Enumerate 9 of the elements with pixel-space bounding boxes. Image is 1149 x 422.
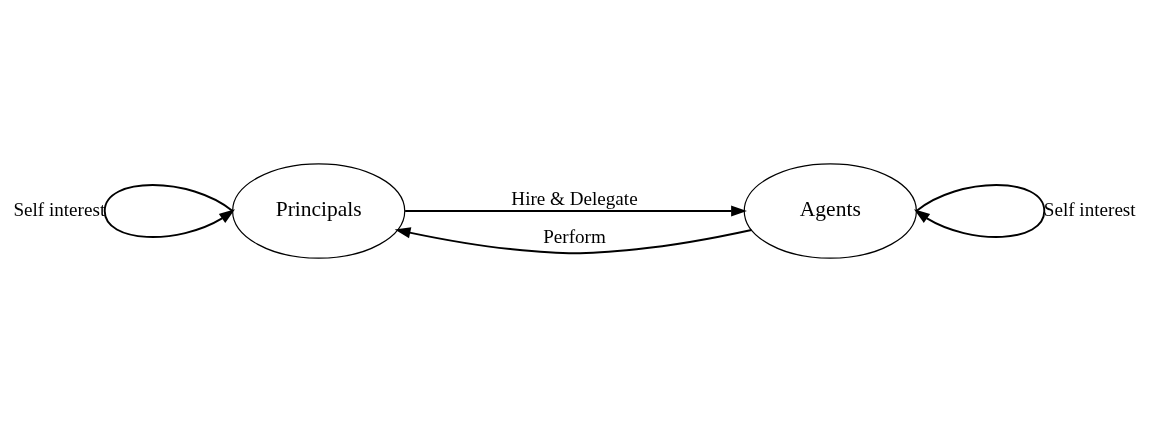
arrow [404, 205, 747, 217]
arrow [914, 184, 1046, 238]
edge-label: Hire & Delegate [511, 187, 638, 209]
arrow [394, 227, 753, 255]
node-ellipse: Principals [232, 163, 406, 259]
arrow [103, 184, 235, 238]
edge-label: Self interest [1043, 198, 1136, 220]
edge-label: Perform [543, 226, 606, 248]
node-ellipse: Agents [743, 163, 917, 259]
